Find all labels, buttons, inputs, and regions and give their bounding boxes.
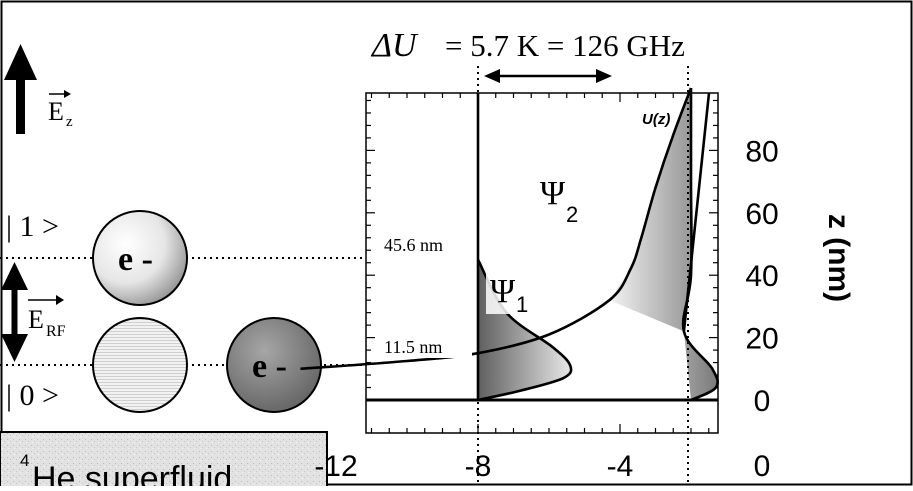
ez-arrow-icon: [4, 44, 37, 80]
x-tick-labels: -12 -8 -4 0: [314, 450, 770, 483]
delta-u-arrow-right-head: [596, 69, 612, 83]
x-tick-label: 0: [754, 450, 771, 483]
erf-arrow-down-icon: [1, 334, 28, 362]
psi2-symbol: Ψ: [540, 175, 565, 212]
ez-vector-head: [64, 90, 71, 98]
erf-subscript: RF: [46, 323, 66, 340]
y-tick-label: 0: [754, 385, 771, 418]
delta-u-symbol: ΔU: [370, 27, 419, 64]
level0-height-label: 11.5 nm: [384, 337, 442, 357]
level1-height-bg: [380, 234, 472, 256]
electron-lower-label: e -: [252, 348, 287, 385]
y-axis-label: z (nm): [822, 214, 855, 302]
x-tick-label: -4: [607, 450, 634, 483]
y-tick-label: 20: [745, 323, 778, 356]
y-tick-labels: 0 20 40 60 80: [745, 135, 778, 418]
ez-arrow-shaft: [16, 76, 25, 134]
erf-vector-head: [56, 295, 64, 305]
level0-height-bg: [380, 336, 472, 358]
electron-upper-label: e -: [118, 241, 153, 278]
substrate-box: [0, 431, 328, 489]
electron-lower: [226, 317, 322, 413]
ez-subscript: z: [66, 114, 73, 130]
potential-plot: [300, 66, 719, 486]
psi2-subscript: 2: [566, 202, 578, 227]
erf-arrow-up-icon: [1, 262, 28, 290]
ez-label: E: [48, 97, 64, 126]
potential-label: U(z): [642, 111, 670, 128]
substrate-mass-number: 4: [20, 451, 29, 470]
level1-height-label: 45.6 nm: [384, 235, 443, 255]
potential-curve-u: [300, 87, 693, 371]
x-tick-label: -8: [465, 450, 492, 483]
psi2-baseline: [682, 92, 711, 332]
substrate-label: He superfluid: [32, 460, 232, 486]
delta-u-arrow-left-head: [484, 69, 500, 83]
y-tick-label: 40: [745, 260, 778, 293]
y-tick-label: 60: [745, 198, 778, 231]
ket-lower: | 0 >: [6, 379, 59, 412]
x-tick-label: -12: [314, 450, 357, 483]
psi1-symbol: Ψ: [490, 273, 515, 310]
electron-upper: [92, 210, 188, 306]
erf-arrow-shaft: [11, 287, 18, 337]
ket-upper: | 1 >: [6, 210, 59, 243]
psi1-subscript: 1: [516, 292, 528, 317]
y-tick-label: 80: [745, 135, 778, 168]
psi1-label-bg: [486, 270, 536, 314]
erf-label: E: [28, 305, 44, 334]
psi2-wavefunction-curve: [681, 88, 719, 402]
delta-u-value: = 5.7 K = 126 GHz: [445, 28, 685, 63]
electron-ghost-lower: [92, 317, 188, 413]
psi1-wavefunction-fill: [478, 259, 572, 400]
